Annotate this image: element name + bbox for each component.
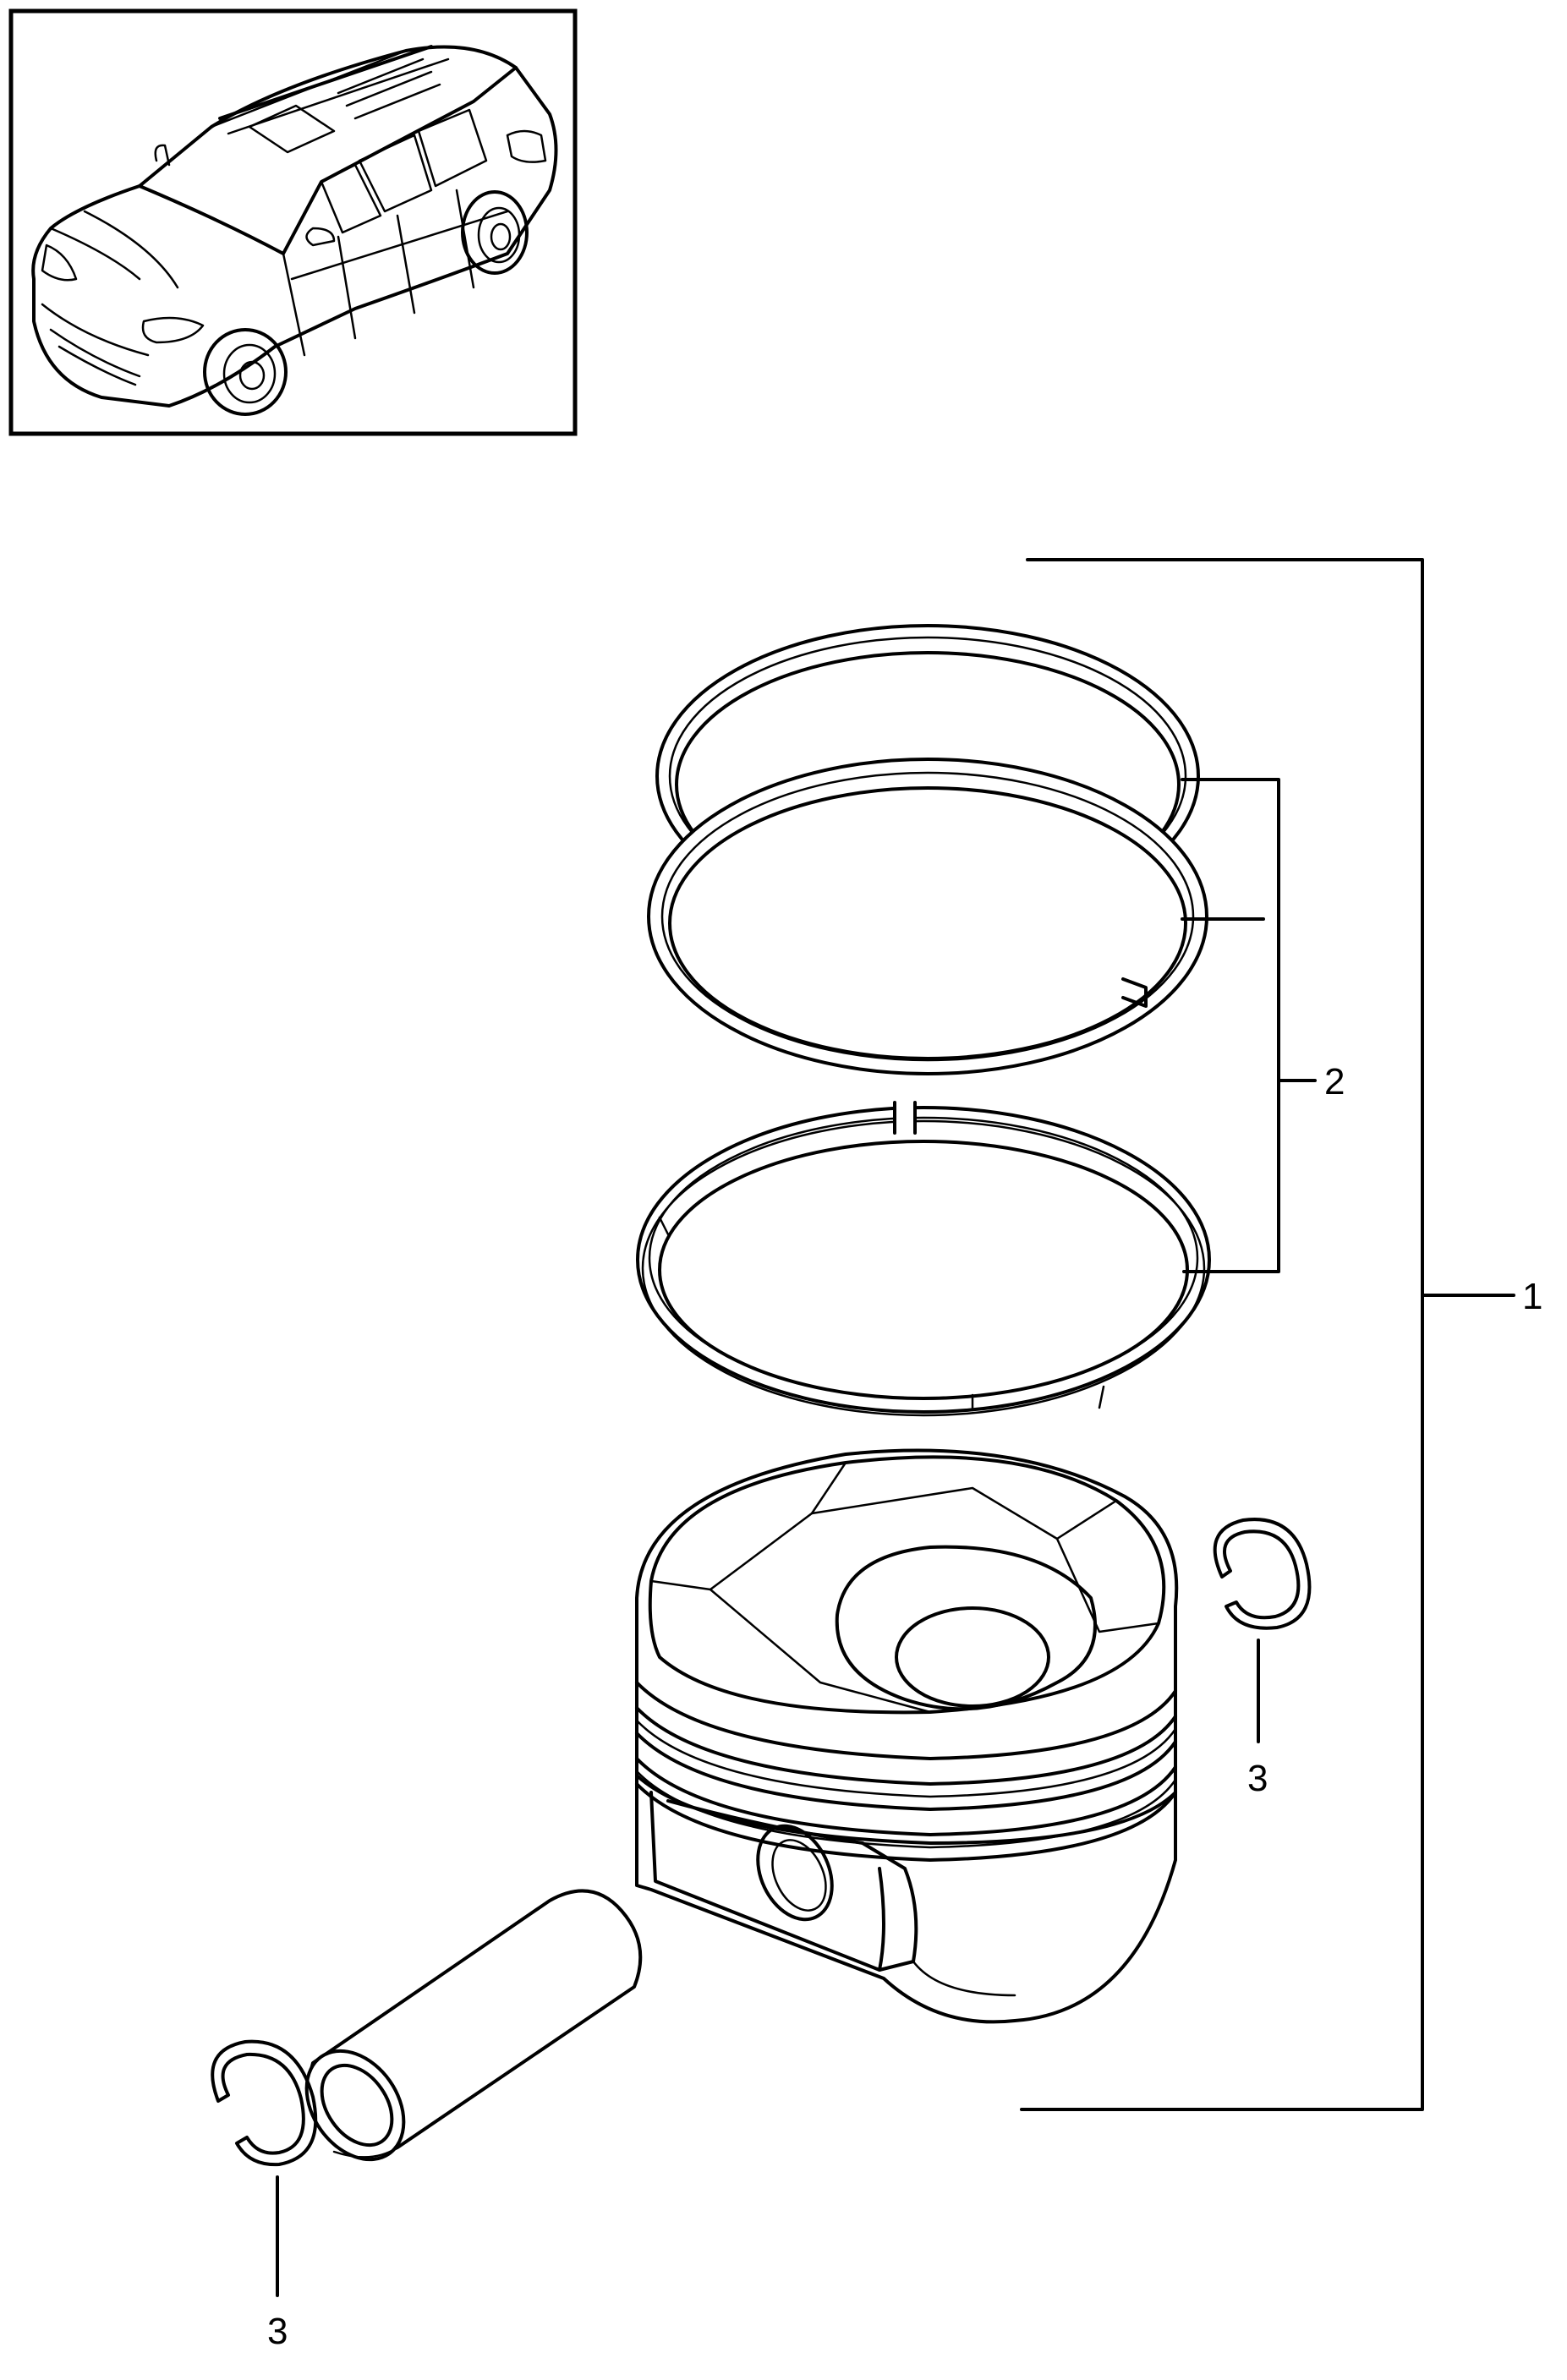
- vehicle-icon: [31, 45, 558, 416]
- leader-lines: [276, 558, 1515, 2297]
- callout-3-left: 3: [267, 2311, 288, 2352]
- callout-1: 1: [1522, 1276, 1542, 1317]
- callout-3-right: 3: [1247, 1758, 1268, 1799]
- circlip-left: [211, 2039, 318, 2167]
- callout-2: 2: [1324, 1061, 1345, 1102]
- circlip-right: [1213, 1518, 1312, 1630]
- piston-ring-middle: [647, 758, 1208, 1075]
- piston: [635, 1448, 1179, 2024]
- vehicle-thumbnail: [8, 8, 578, 436]
- oil-control-ring: [636, 1096, 1211, 1417]
- piston-pin: [304, 1889, 643, 2162]
